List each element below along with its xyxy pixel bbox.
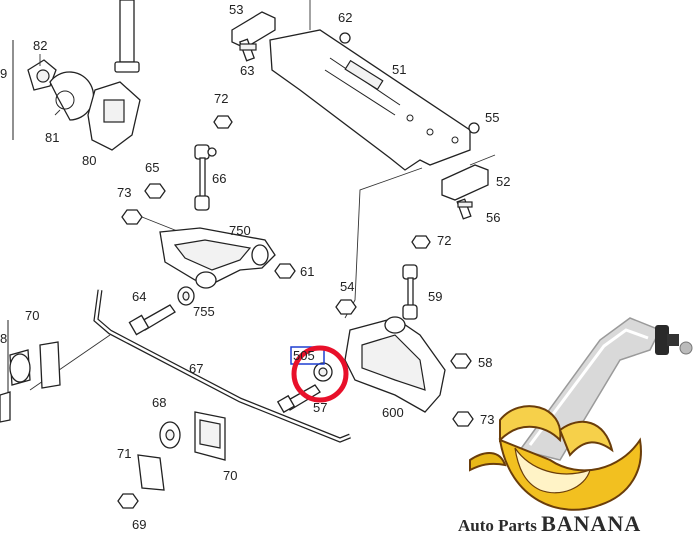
label-70-left: 70	[25, 308, 39, 323]
bolt-64	[128, 304, 176, 336]
label-72-left: 72	[214, 91, 228, 106]
brand-logo: Auto Parts BANANA	[458, 511, 694, 541]
highlight-box-505	[290, 346, 325, 365]
label-64: 64	[132, 289, 146, 304]
bracket-70	[194, 411, 226, 461]
label-755: 755	[193, 304, 215, 319]
nut-73-left	[121, 209, 143, 225]
bushing-505	[313, 362, 333, 382]
label-73-left: 73	[117, 185, 131, 200]
washer-62	[339, 32, 351, 44]
nut-61	[274, 263, 296, 279]
control-arm-750	[159, 227, 276, 289]
washer-55	[468, 122, 480, 134]
label-600: 600	[382, 405, 404, 420]
bracket-71	[137, 454, 165, 491]
nut-73-right	[452, 411, 474, 427]
label-58: 58	[478, 355, 492, 370]
label-52: 52	[496, 174, 510, 189]
bolt-57	[276, 384, 321, 414]
nut-58	[450, 353, 472, 369]
crossmember-51	[269, 29, 471, 171]
label-71: 71	[117, 446, 131, 461]
nut-69	[117, 493, 139, 509]
nut-65	[144, 183, 166, 199]
label-8: 8	[0, 331, 7, 346]
label-81: 81	[45, 130, 59, 145]
label-53: 53	[229, 2, 243, 17]
label-69: 69	[132, 517, 146, 532]
label-82: 82	[33, 38, 47, 53]
stabilizer-link-66	[194, 115, 233, 211]
label-54: 54	[340, 279, 354, 294]
label-51: 51	[392, 62, 406, 77]
label-70-right: 70	[223, 468, 237, 483]
bushing-68	[159, 421, 181, 449]
stabilizer-link-59	[402, 235, 431, 320]
stabilizer-bar-inner	[94, 289, 351, 442]
label-72-right: 72	[437, 233, 451, 248]
label-68: 68	[152, 395, 166, 410]
label-80: 80	[82, 153, 96, 168]
brake-hub-assembly	[27, 54, 141, 151]
nut-54	[335, 299, 357, 315]
bracket-53	[231, 11, 276, 62]
label-66: 66	[212, 171, 226, 186]
label-59: 59	[428, 289, 442, 304]
label-505: 505	[293, 348, 315, 363]
lead-line-52	[469, 154, 496, 166]
brand-text-part2: BANANA	[541, 511, 642, 536]
label-57: 57	[313, 400, 327, 415]
label-56: 56	[486, 210, 500, 225]
label-63: 63	[240, 63, 254, 78]
control-arm-600	[344, 316, 446, 413]
bushing-755	[177, 286, 195, 306]
label-9: 9	[0, 66, 7, 81]
label-67: 67	[189, 361, 203, 376]
label-73-right: 73	[480, 412, 494, 427]
highlight-circle	[291, 345, 349, 403]
label-65: 65	[145, 160, 159, 175]
label-62: 62	[338, 10, 352, 25]
shock-absorber-rod	[114, 0, 140, 73]
banana-with-control-arm-icon	[469, 317, 693, 511]
bushing-bracket-left	[0, 341, 61, 423]
label-61: 61	[300, 264, 314, 279]
bracket-52	[441, 164, 489, 220]
label-55: 55	[485, 110, 499, 125]
label-750: 750	[229, 223, 251, 238]
brand-text-part1: Auto Parts	[458, 516, 542, 535]
